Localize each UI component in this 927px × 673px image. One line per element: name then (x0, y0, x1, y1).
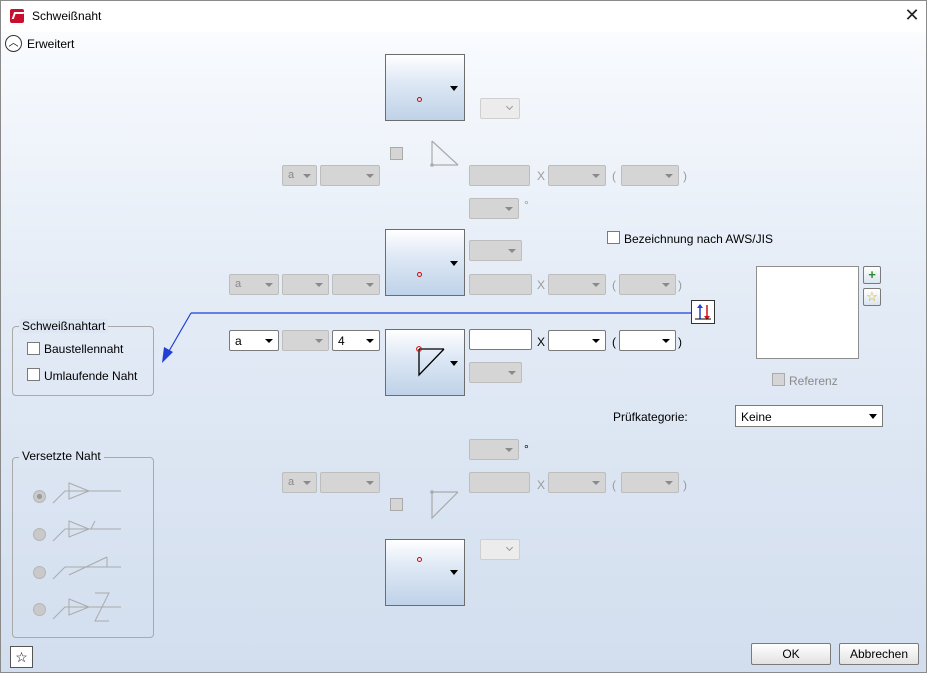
versetzte-naht-title: Versetzte Naht (19, 449, 104, 463)
baustellennaht-label: Baustellennaht (44, 342, 124, 356)
reference-point-icon (417, 272, 422, 277)
reference-point-icon (417, 97, 422, 102)
upper-paren-open: ( (612, 278, 616, 292)
reference-preview (756, 266, 859, 359)
upper-length-field[interactable] (469, 274, 532, 295)
chevron-up-icon[interactable]: ︿ (5, 35, 22, 52)
pruefkategorie-value: Keine (741, 410, 772, 424)
upper-x-symbol: X (537, 278, 546, 292)
chevron-down-icon (450, 86, 458, 91)
upper-prefix-select[interactable]: a (229, 274, 279, 295)
top-finish-select[interactable] (480, 98, 520, 119)
referenz-label: Referenz (789, 374, 838, 388)
bottom-contour-button[interactable] (385, 539, 465, 606)
arrow-prefix-select[interactable]: a (229, 330, 279, 351)
pruefkategorie-label: Prüfkategorie: (613, 410, 688, 424)
chevron-down-icon (450, 361, 458, 366)
reference-point-icon (417, 557, 422, 562)
lower-field-weld-checkbox[interactable] (390, 498, 403, 511)
baustellennaht-checkbox[interactable] (27, 342, 40, 355)
arrow-shape-select[interactable] (469, 362, 522, 383)
fillet-weld-symbol-top-icon (430, 140, 459, 167)
chevron-down-icon (450, 261, 458, 266)
swap-icon (695, 304, 711, 320)
fillet-weld-symbol-bottom-icon (430, 490, 459, 520)
arrow-paren-open: ( (612, 335, 616, 349)
schweissnahtart-title: Schweißnahtart (19, 319, 109, 333)
aws-jis-checkbox[interactable] (607, 231, 620, 244)
weld-pattern-3-icon (52, 556, 121, 580)
lower-x-symbol: X (537, 478, 546, 492)
top-x-symbol: X (537, 169, 546, 183)
arrow-paren-close: ) (678, 335, 682, 349)
pruefkategorie-select[interactable]: Keine (735, 405, 883, 427)
lower-pitch-select[interactable] (621, 472, 679, 493)
lower-size-select[interactable] (320, 472, 380, 493)
lower-angle-select[interactable] (469, 439, 519, 460)
upper-count-select[interactable] (548, 274, 606, 295)
fillet-weld-symbol-icon (416, 346, 445, 377)
chevron-down-icon (869, 414, 877, 419)
top-contour-button[interactable] (385, 54, 465, 121)
lower-length-field[interactable] (469, 472, 530, 493)
ok-button[interactable]: OK (751, 643, 831, 665)
weld-pattern-1-icon (52, 482, 121, 504)
versetzte-option-4-radio[interactable] (33, 603, 46, 616)
lower-paren-close: ) (683, 478, 687, 492)
arrow-size-select[interactable]: 4 (332, 330, 380, 351)
arrow-x-symbol: X (537, 335, 546, 349)
expander-label: Erweitert (27, 37, 75, 51)
bottom-finish-select[interactable] (480, 539, 520, 560)
versetzte-option-2-radio[interactable] (33, 528, 46, 541)
top-pitch-select[interactable] (621, 165, 679, 186)
top-length-field[interactable] (469, 165, 530, 186)
swap-sides-button[interactable] (691, 300, 715, 324)
middle-upper-contour-button[interactable] (385, 229, 465, 296)
top-paren-open: ( (612, 169, 616, 183)
add-reference-icon[interactable]: + (863, 266, 881, 284)
lower-paren-open: ( (612, 478, 616, 492)
upper-shape-select[interactable] (469, 240, 522, 261)
arrow-line-icon (162, 312, 691, 363)
umlaufende-naht-checkbox[interactable] (27, 368, 40, 381)
chevron-down-icon (450, 570, 458, 575)
star-icon: ☆ (15, 649, 28, 665)
lower-count-select[interactable] (548, 472, 606, 493)
top-size-select[interactable] (320, 165, 380, 186)
cancel-button[interactable]: Abbrechen (839, 643, 919, 665)
upper-size-select[interactable] (332, 274, 380, 295)
versetzte-option-3-radio[interactable] (33, 566, 46, 579)
aws-jis-label: Bezeichnung nach AWS/JIS (624, 232, 773, 246)
top-field-weld-checkbox[interactable] (390, 147, 403, 160)
top-angle-select[interactable] (469, 198, 519, 219)
referenz-checkbox[interactable] (772, 373, 785, 386)
favorite-reference-icon[interactable]: ☆ (863, 288, 881, 306)
arrow-code-select[interactable] (282, 330, 329, 351)
schweissnahtart-group (12, 326, 154, 396)
title-bar: Schweißnaht ✕ (1, 1, 926, 32)
close-icon[interactable]: ✕ (904, 5, 920, 25)
upper-code-select[interactable] (282, 274, 329, 295)
arrow-contour-button[interactable] (385, 329, 465, 396)
top-prefix-select[interactable]: a (282, 165, 317, 186)
weld-pattern-2-icon (52, 520, 121, 542)
lower-prefix-select[interactable]: a (282, 472, 317, 493)
weld-pattern-4-icon (52, 592, 121, 622)
app-logo-icon (10, 9, 24, 23)
top-paren-close: ) (683, 169, 687, 183)
arrow-pitch-select[interactable] (619, 330, 676, 351)
top-degree-symbol: ° (524, 198, 529, 212)
upper-paren-close: ) (678, 278, 682, 292)
umlaufende-naht-label: Umlaufende Naht (44, 369, 138, 383)
window-title: Schweißnaht (32, 9, 102, 23)
upper-pitch-select[interactable] (619, 274, 676, 295)
top-count-select[interactable] (548, 165, 606, 186)
lower-degree-symbol: ° (524, 442, 529, 456)
favorites-button[interactable]: ☆ (10, 646, 33, 668)
versetzte-option-1-radio[interactable] (33, 490, 46, 503)
arrow-length-field[interactable] (469, 329, 532, 350)
arrow-count-select[interactable] (548, 330, 606, 351)
